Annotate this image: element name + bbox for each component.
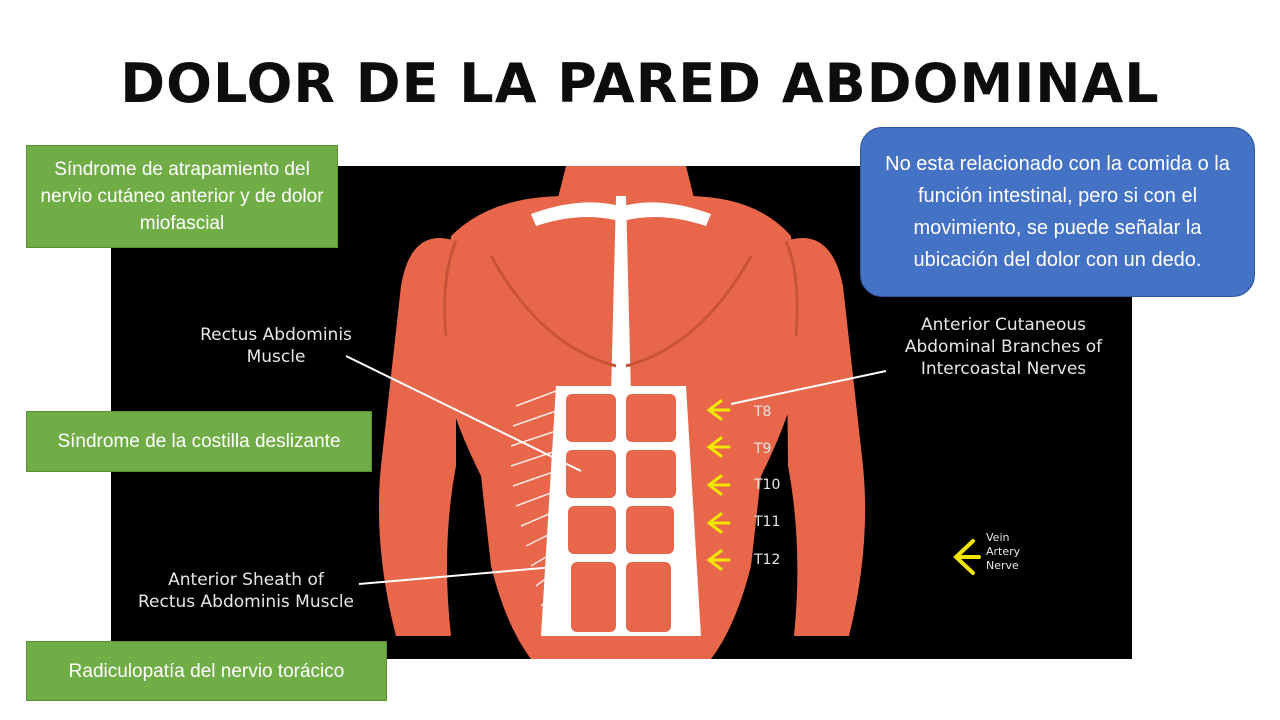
rectus-sheath <box>541 386 701 636</box>
box-thoracic-radiculopathy: Radiculopatía del nervio torácico <box>26 641 387 701</box>
rectus-abdominis <box>566 394 676 632</box>
box-anterior-cutaneous-syndrome: Síndrome de atrapamiento del nervio cutá… <box>26 145 338 248</box>
segment-t12: T12 <box>754 552 781 568</box>
left-arm <box>378 238 456 636</box>
sternum-tendon <box>611 196 631 396</box>
label-rectus-abdominis: Rectus Abdominis Muscle <box>200 325 352 367</box>
legend-arrow <box>953 539 981 575</box>
right-arm <box>786 238 866 636</box>
segment-t9: T9 <box>754 441 772 457</box>
label-anterior-sheath: Anterior Sheath of Rectus Abdominis Musc… <box>137 570 355 612</box>
segment-t8: T8 <box>754 404 772 420</box>
page-title: DOLOR DE LA PARED ABDOMINAL <box>120 52 1160 115</box>
segment-t10: T10 <box>754 477 781 493</box>
pointer-cutaneous <box>730 370 887 405</box>
nerve-arrows <box>706 399 731 571</box>
legend-text: Vein Artery Nerve <box>986 531 1021 572</box>
label-anterior-cutaneous: Anterior Cutaneous Abdominal Branches of… <box>904 315 1103 379</box>
segment-t11: T11 <box>754 514 781 530</box>
anatomy-illustration <box>345 166 981 659</box>
pointer-sheath <box>358 565 567 585</box>
callout-pain-characteristics: No esta relacionado con la comida o la f… <box>860 127 1255 297</box>
pointer-rectus <box>345 355 582 472</box>
box-slipping-rib-syndrome: Síndrome de la costilla deslizante <box>26 411 372 472</box>
